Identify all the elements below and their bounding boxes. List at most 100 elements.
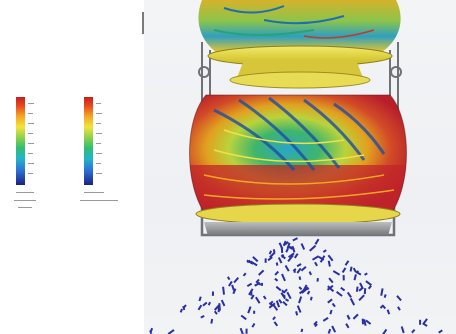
flow-particle <box>255 278 260 284</box>
flow-particle <box>233 277 240 284</box>
flow-particle <box>308 271 312 276</box>
flow-particle <box>198 296 202 302</box>
legend-caption-line <box>84 192 104 193</box>
flow-particle <box>197 304 203 311</box>
legend-tick-label <box>96 123 101 124</box>
flow-particle <box>345 323 350 329</box>
flow-particle <box>295 311 299 316</box>
flow-particle <box>300 243 306 250</box>
flow-particle <box>274 277 279 282</box>
flow-particle <box>382 328 388 334</box>
flow-particle <box>318 255 325 261</box>
flow-particle <box>380 288 384 296</box>
legend-tick-label <box>96 113 102 114</box>
flow-particle <box>222 286 225 295</box>
flow-particle <box>309 296 313 301</box>
flow-particle <box>355 286 359 292</box>
flow-visualization <box>149 0 443 334</box>
legend-caption-line <box>18 207 32 208</box>
flow-particle <box>269 251 276 259</box>
flow-particle <box>277 257 283 264</box>
legend-tick-label <box>28 133 33 134</box>
flow-particle <box>246 259 254 265</box>
legend-tick-label <box>96 153 102 154</box>
legend-tick-label <box>28 113 33 114</box>
legend-panel <box>0 0 142 334</box>
flow-particle <box>352 267 357 273</box>
flow-particle <box>326 284 334 291</box>
flow-particle <box>285 298 290 302</box>
flow-particle <box>314 261 318 267</box>
flow-particle <box>344 260 350 266</box>
legend-color-bar <box>16 97 25 185</box>
flow-particle <box>327 298 333 304</box>
legend-tick-label <box>96 103 101 104</box>
flow-particle <box>298 288 306 295</box>
color-legend-2 <box>80 97 118 201</box>
flow-particle <box>314 323 318 328</box>
flow-particle <box>365 319 372 325</box>
flow-particle <box>292 268 297 272</box>
flow-particle <box>332 270 341 276</box>
flow-particle <box>202 301 208 307</box>
legend-tick-label <box>28 123 34 124</box>
flow-particle <box>272 304 279 311</box>
flow-particle <box>281 273 286 282</box>
flow-particle <box>247 306 252 314</box>
flow-particle <box>275 262 279 266</box>
flow-particle <box>240 314 247 321</box>
flow-particle <box>296 267 302 274</box>
flow-particle <box>349 297 356 306</box>
flow-particle <box>207 301 212 306</box>
flow-particle <box>349 266 353 272</box>
flow-particle <box>213 304 220 311</box>
flow-particle <box>347 315 351 320</box>
flow-particle <box>179 308 183 313</box>
flow-particle <box>213 310 218 315</box>
flow-particle <box>314 238 320 245</box>
flow-particle <box>327 285 335 293</box>
flow-particle <box>309 244 317 252</box>
flow-particle <box>200 315 205 319</box>
flow-particle <box>285 247 289 253</box>
flow-particle <box>254 282 261 287</box>
flow-particle <box>305 286 310 291</box>
flow-particle <box>422 318 428 325</box>
flow-particle <box>353 274 357 281</box>
legend-tick-label <box>28 153 33 154</box>
flow-particle <box>272 316 276 321</box>
flow-particle <box>313 320 318 326</box>
flow-particle <box>275 285 282 292</box>
flow-particle <box>231 284 235 291</box>
flow-particle <box>300 265 307 272</box>
flow-particle <box>296 263 302 268</box>
flow-particle <box>268 250 273 255</box>
legend-tick-label <box>96 133 102 134</box>
flow-particle <box>358 294 365 302</box>
flow-particle <box>250 294 255 300</box>
outlet-particles <box>149 237 443 334</box>
flow-particle <box>283 240 287 245</box>
legend-caption-line <box>14 200 36 201</box>
flow-particle <box>252 256 259 263</box>
flow-particle <box>258 269 265 276</box>
3d-viewport[interactable] <box>144 0 456 334</box>
flow-particle <box>386 309 391 315</box>
flow-particle <box>246 282 253 288</box>
flow-particle <box>367 285 372 290</box>
flow-particle <box>311 255 320 261</box>
flow-particle <box>331 325 337 333</box>
flow-particle <box>274 270 280 276</box>
flow-particle <box>359 282 364 290</box>
flow-particle <box>327 260 331 267</box>
flow-particle <box>296 305 302 313</box>
base-ring <box>195 203 401 225</box>
flow-particle <box>287 254 294 263</box>
color-legend-1 <box>14 97 36 208</box>
flow-particle <box>220 299 226 307</box>
legend-tick-label <box>28 173 33 174</box>
flow-particle <box>288 245 294 250</box>
flow-particle <box>397 306 401 311</box>
flow-particle <box>149 330 153 334</box>
